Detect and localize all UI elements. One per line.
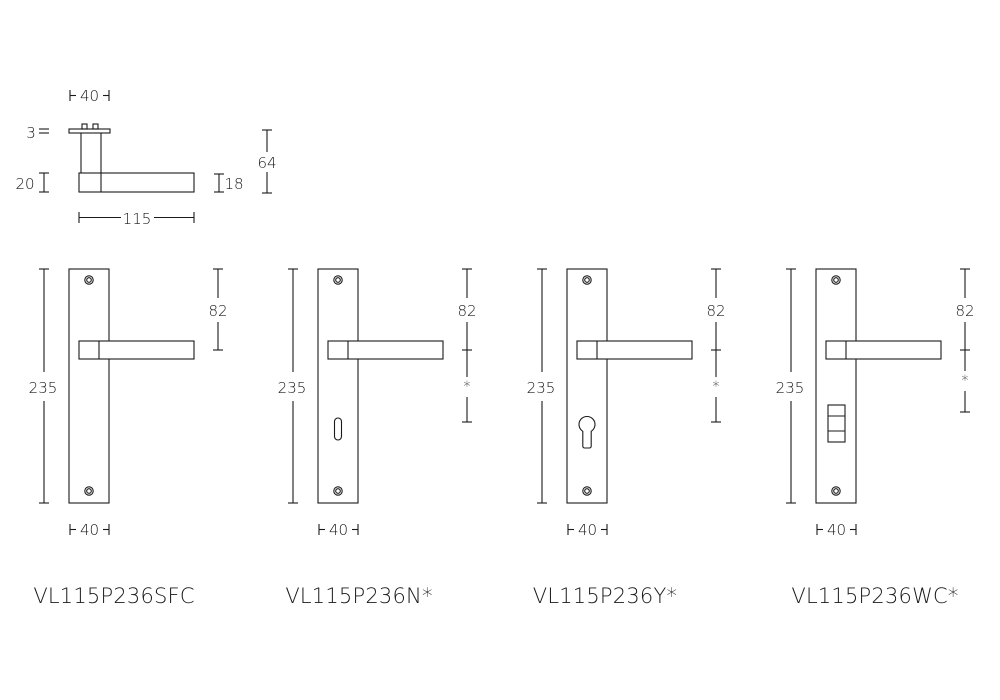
plate-width-dimension: 40 <box>567 521 608 539</box>
plate-height-label: 235 <box>29 379 58 397</box>
center-distance-label: 82 <box>955 302 974 320</box>
plate-height-label: 235 <box>527 379 556 397</box>
plate-height-label: 235 <box>278 379 307 397</box>
plate-width-label: 40 <box>578 521 597 539</box>
center-distance-label: 82 <box>706 302 725 320</box>
lever-length-label: 115 <box>123 210 152 228</box>
lock-distance-label: * <box>962 373 969 389</box>
projection-dimension: 64 <box>257 129 277 194</box>
plate-height-label: 235 <box>776 379 805 397</box>
screw-top <box>84 275 94 285</box>
lever-length-dimension: 115 <box>78 210 195 228</box>
plate-height-dimension: 235 <box>278 268 307 504</box>
model-number: VL115P236Y* <box>533 584 677 608</box>
model-number: VL115P236WC* <box>791 584 958 608</box>
side-view: 40 3 20 18 64 <box>15 87 276 228</box>
lock-distance-dimension: * <box>960 350 970 413</box>
plate-width-dimension: 40 <box>69 521 110 539</box>
screw-top <box>333 275 343 285</box>
plate-height-dimension: 235 <box>527 268 556 504</box>
lever-handle <box>825 340 942 360</box>
screw-bottom <box>831 486 841 496</box>
plate-view-n: 235 82 * 40 VL115P236N* <box>278 268 477 608</box>
projection-label: 64 <box>257 154 276 172</box>
plate-view-sfc: 235 82 40 VL115P236SFC <box>29 268 228 608</box>
plate-width-label: 40 <box>827 521 846 539</box>
lever-handle <box>327 340 444 360</box>
screw-top <box>831 275 841 285</box>
rose-screw-right <box>92 123 99 130</box>
plate-view-y: 235 82 * 40 VL115P236Y* <box>527 268 726 608</box>
center-distance-dimension: 82 <box>955 268 975 351</box>
backplate <box>815 268 857 504</box>
center-distance-label: 82 <box>457 302 476 320</box>
lever-thickness-label: 18 <box>224 175 243 193</box>
screw-bottom <box>582 486 592 496</box>
plate-height-dimension: 235 <box>29 268 58 504</box>
lever-handle <box>78 340 195 360</box>
lever-handle <box>576 340 693 360</box>
plate-view-wc: 235 82 * 40 VL115P236WC* <box>776 268 975 608</box>
key-slot <box>333 417 343 441</box>
center-distance-dimension: 82 <box>457 268 477 351</box>
lock-distance-label: * <box>713 379 720 395</box>
backplate <box>566 268 608 504</box>
plate-height-dimension: 235 <box>776 268 805 504</box>
center-distance-label: 82 <box>208 302 227 320</box>
side-lever <box>78 172 195 193</box>
center-distance-dimension: 82 <box>208 268 228 351</box>
lock-distance-dimension: * <box>711 350 721 423</box>
rose-thickness-label: 3 <box>26 124 36 142</box>
backplate <box>317 268 359 504</box>
screw-top <box>582 275 592 285</box>
plate-width-dimension: 40 <box>318 521 359 539</box>
center-distance-dimension: 82 <box>706 268 726 351</box>
lever-thickness-dimension: 18 <box>214 173 244 193</box>
lock-distance-label: * <box>464 379 471 395</box>
lock-distance-dimension: * <box>462 350 472 423</box>
screw-bottom <box>333 486 343 496</box>
plate-width-label: 40 <box>329 521 348 539</box>
wc-turn-knob <box>827 404 846 443</box>
rose-plate <box>68 128 111 134</box>
euro-cylinder-hole <box>578 415 596 449</box>
rose-screw-left <box>81 123 88 130</box>
backplate <box>68 268 110 504</box>
side-width-label: 40 <box>80 87 99 105</box>
plate-width-label: 40 <box>80 521 99 539</box>
handle-height-dimension: 20 <box>15 172 49 193</box>
plate-width-dimension: 40 <box>816 521 857 539</box>
side-width-dimension: 40 <box>69 87 110 105</box>
handle-height-label: 20 <box>15 175 34 193</box>
model-number: VL115P236N* <box>285 584 432 608</box>
model-number: VL115P236SFC <box>33 584 194 608</box>
screw-bottom <box>84 486 94 496</box>
rose-thickness-dimension: 3 <box>26 124 49 142</box>
